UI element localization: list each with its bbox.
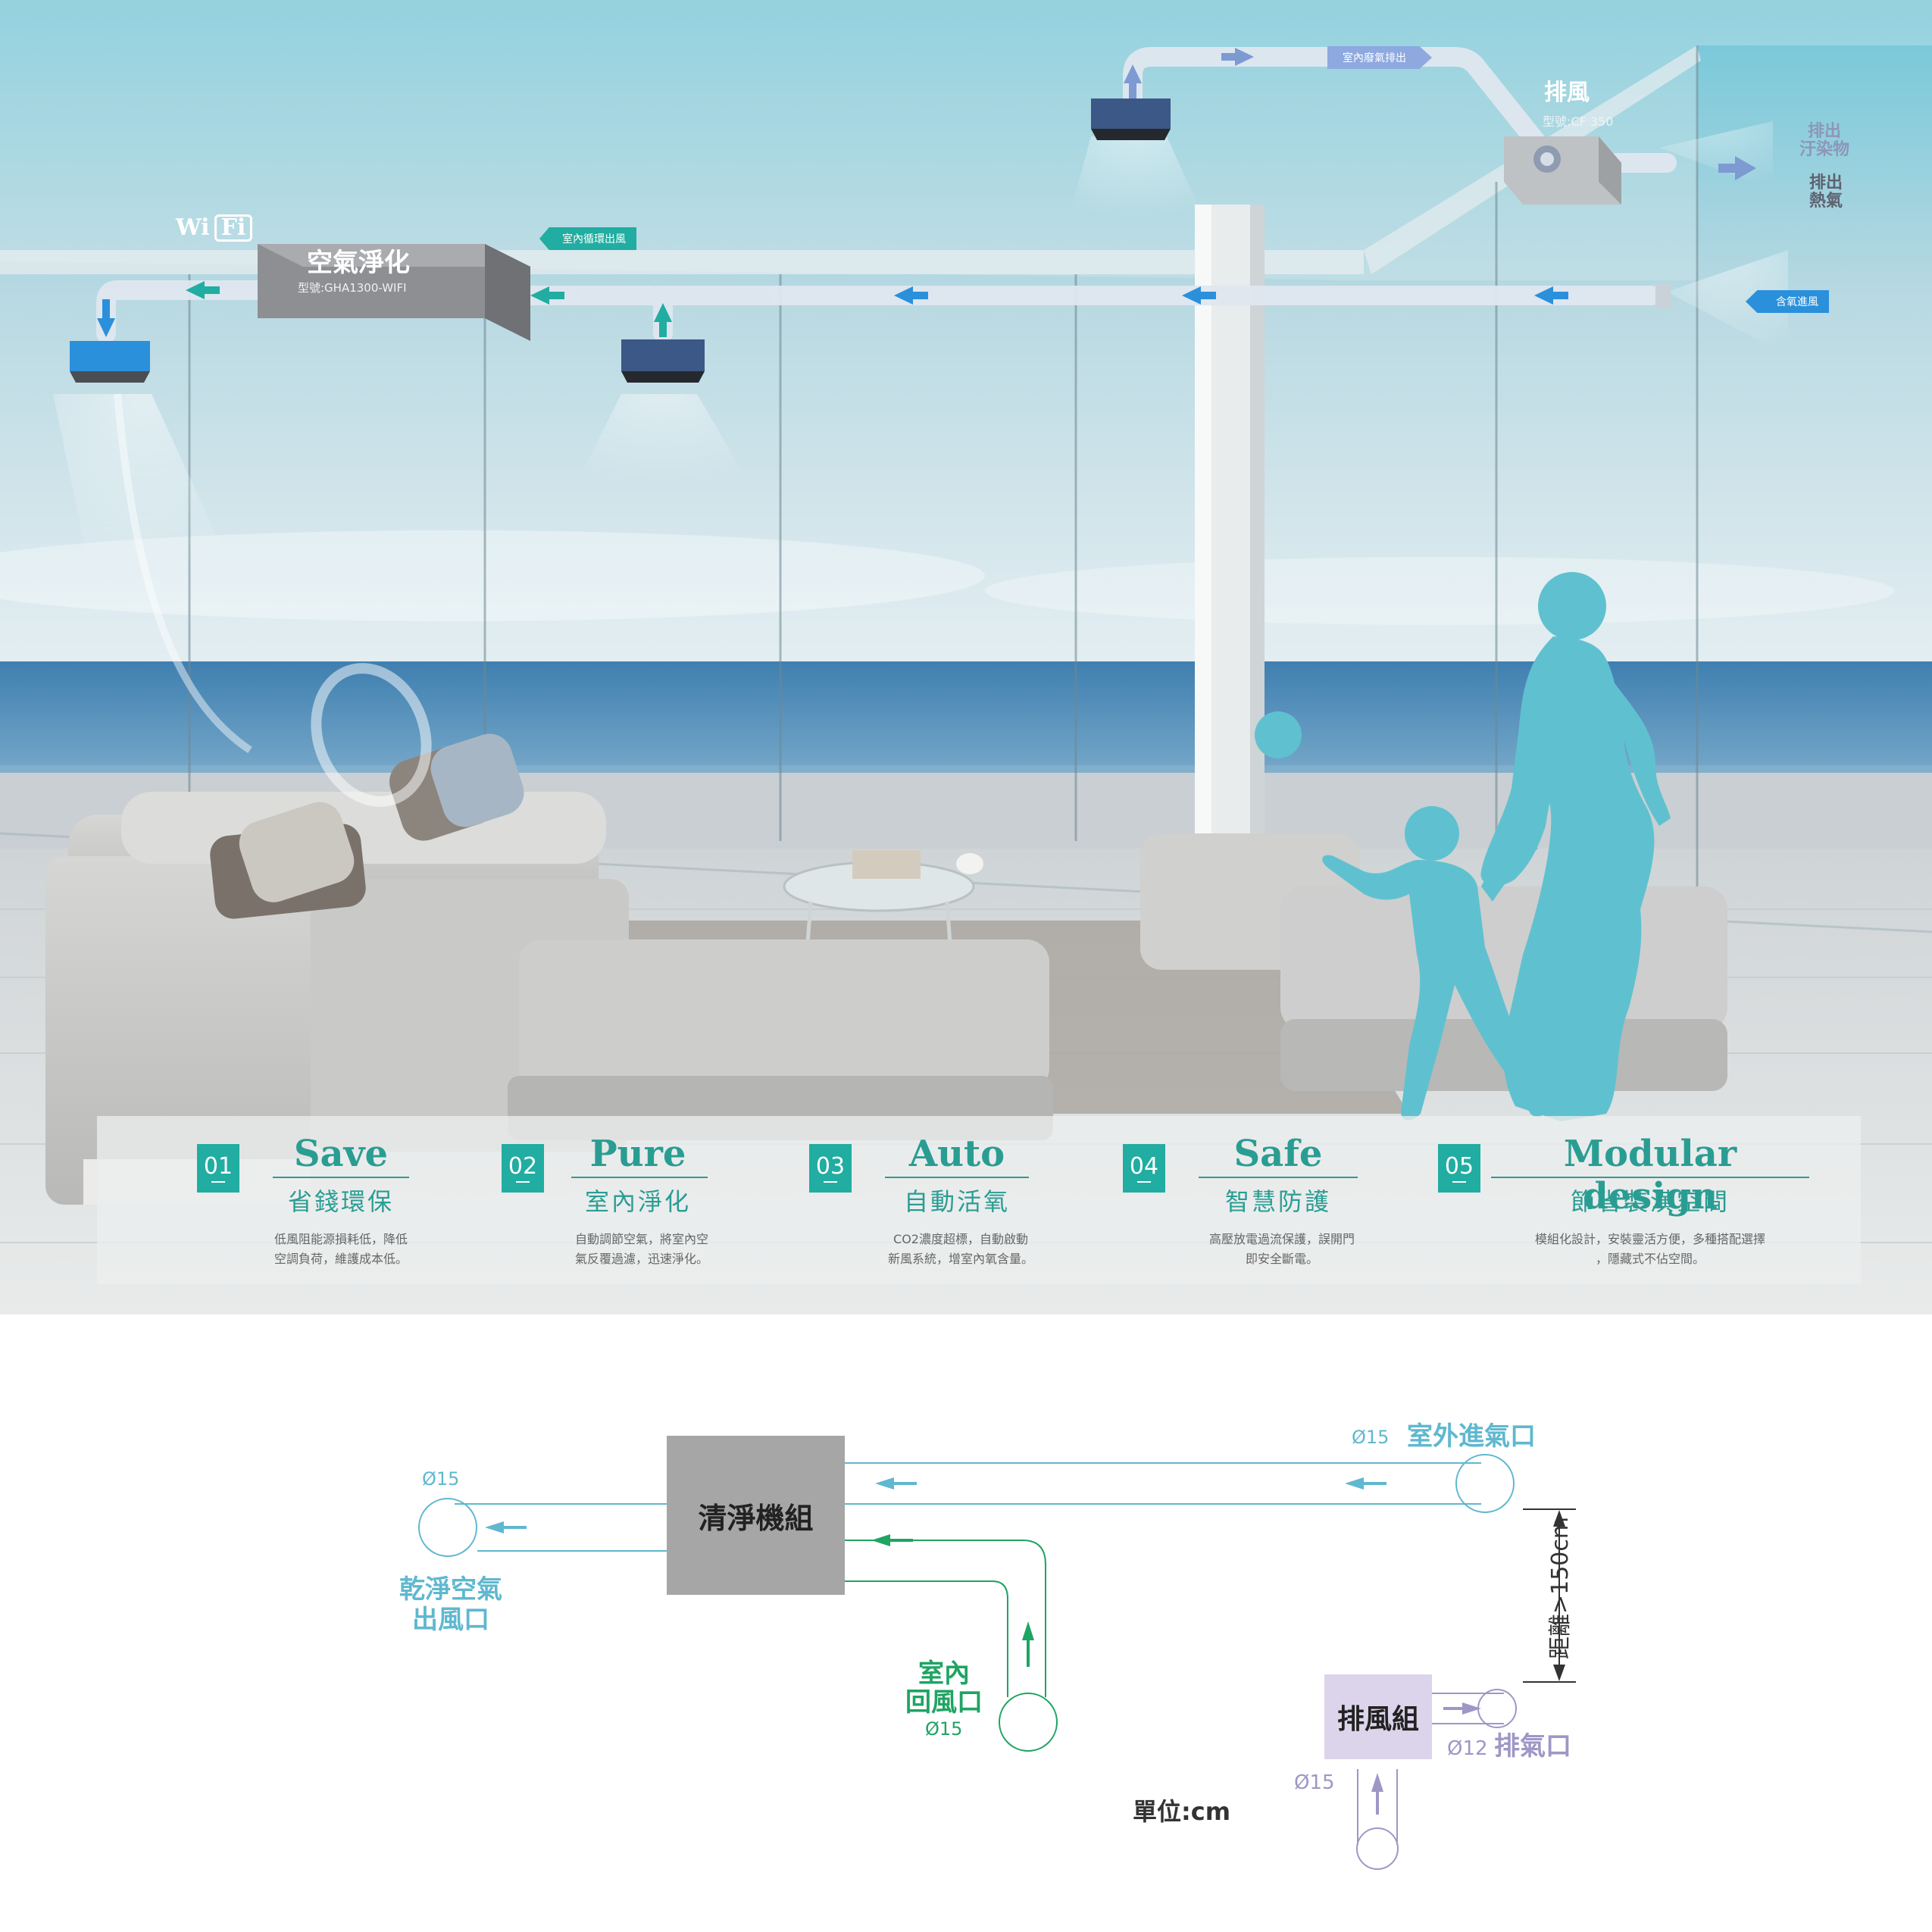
heat-line-2: 熱氣 [1809, 192, 1843, 211]
pollutants-line-2: 汙染物 [1799, 140, 1850, 159]
indoor-return-label-1: 室內 [918, 1658, 970, 1689]
feature-2: 02 Pure 室內淨化 自動調節空氣，將室內空 氣反覆過濾，迅速淨化。 [502, 1116, 752, 1284]
clean-outlet-circle [418, 1498, 477, 1557]
feature-title-zh: 節省裝潢空間 [1570, 1187, 1730, 1216]
indoor-return-label-2: 回風口 [905, 1687, 983, 1718]
feature-title-en: Save [293, 1133, 389, 1175]
family-silhouette [1255, 572, 1671, 1121]
label-heat-out: 排出 熱氣 [1809, 174, 1843, 211]
feature-number: 01 [197, 1144, 239, 1193]
feature-divider [1491, 1177, 1809, 1178]
clean-outlet-diameter: Ø15 [422, 1468, 460, 1490]
heat-line-1: 排出 [1809, 174, 1843, 192]
outdoor-inlet-circle [1455, 1454, 1515, 1513]
feature-description: 高壓放電過流保護，誤開門 即安全斷電。 [1208, 1232, 1355, 1266]
feature-divider [571, 1177, 708, 1178]
schematic-lines [418, 1454, 1576, 1870]
feature-divider [1199, 1177, 1358, 1178]
air-purifier-unit [258, 244, 530, 341]
indoor-return-diameter: Ø15 [925, 1718, 963, 1740]
feature-description: 低風阻能源損耗低，降低 空調負荷，維護成本低。 [274, 1232, 408, 1266]
feature-5: 05 Modular design 節省裝潢空間 模組化設計，安裝靈活方便，多種… [1438, 1116, 1832, 1284]
feature-number: 03 [809, 1144, 852, 1193]
indoor-return-label: 室內 回風口 [905, 1659, 983, 1717]
exhaust-intake-diameter: Ø15 [1294, 1771, 1335, 1794]
outlet-clean-air [70, 341, 150, 383]
clean-outlet-label: 乾淨空氣 出風口 [399, 1574, 502, 1635]
indoor-return-circle [999, 1693, 1058, 1752]
feature-number: 04 [1123, 1144, 1165, 1193]
label-oxygen-in: 含氧進風 [1746, 290, 1829, 313]
clean-outlet-label-2: 出風口 [412, 1605, 489, 1635]
outdoor-inlet-diameter: Ø15 [1352, 1427, 1390, 1448]
room-scene [0, 0, 1932, 1315]
features-panel: 01 Save 省錢環保 低風阻能源損耗低，降低 空調負荷，維護成本低。 02 … [97, 1116, 1861, 1284]
inlet-return [621, 339, 705, 383]
purifier-unit-box: 清淨機組 [667, 1436, 845, 1595]
feature-title-zh: 智慧防護 [1224, 1187, 1331, 1216]
exhaust-outlet-label: 排氣口 [1494, 1731, 1571, 1762]
purifier-model: 型號:GHA1300-WIFI [298, 281, 407, 295]
feature-3: 03 Auto 自動活氧 CO2濃度超標，自動啟動 新風系統，增室內氧含量。 [809, 1116, 1082, 1284]
label-indoor-waste-out: 室內廢氣排出 [1327, 46, 1432, 69]
wifi-logo-wi: Wi [176, 214, 210, 241]
feature-number: 02 [502, 1144, 544, 1193]
feature-title-zh: 室內淨化 [584, 1187, 691, 1216]
feature-description: 自動調節空氣，將室內空 氣反覆過濾，迅速淨化。 [574, 1232, 708, 1266]
feature-description: 模組化設計，安裝靈活方便，多種搭配選擇 ，隱藏式不佔空間。 [1534, 1232, 1765, 1266]
pollutants-line-1: 排出 [1808, 122, 1842, 141]
installation-schematic: 清淨機組 排風組 Ø15 乾淨空氣 出風口 Ø15 室外進氣口 室內 回風口 Ø… [0, 1315, 1932, 1932]
flow-arrows [894, 286, 1568, 305]
clean-outlet-label-1: 乾淨空氣 [399, 1574, 502, 1605]
inlet-exhaust [1091, 98, 1171, 140]
feature-title-en: Safe [1233, 1133, 1323, 1175]
feature-title-zh: 自動活氧 [903, 1187, 1010, 1216]
exhaust-intake-circle [1356, 1827, 1399, 1870]
distance-label: 距離>150cm [1547, 1516, 1574, 1659]
label-pollutants-out: 排出 汙染物 [1799, 123, 1849, 159]
feature-4: 04 Safe 智慧防護 高壓放電過流保護，誤開門 即安全斷電。 [1123, 1116, 1396, 1284]
feature-1: 01 Save 省錢環保 低風阻能源損耗低，降低 空調負荷，維護成本低。 [197, 1116, 447, 1284]
exhaust-outlet-circle [1477, 1689, 1517, 1728]
exhaust-unit [1504, 136, 1621, 205]
exhaust-unit-box: 排風組 [1324, 1674, 1432, 1759]
label-indoor-circulation-out: 室內循環出風 [539, 227, 636, 250]
exhaust-model: 型號:CF 350 [1543, 114, 1614, 129]
unit-note: 單位:cm [1133, 1797, 1231, 1826]
feature-number: 05 [1438, 1144, 1480, 1193]
feature-title-en: Auto [908, 1133, 1005, 1175]
wifi-logo-fi: Fi [214, 214, 253, 242]
ceiling [0, 0, 1932, 280]
feature-title-zh: 省錢環保 [287, 1187, 394, 1216]
feature-title-en: Modular design [1563, 1133, 1737, 1218]
feature-divider [273, 1177, 409, 1178]
feature-title-en: Pure [589, 1133, 686, 1175]
feature-description: CO2濃度超標，自動啟動 新風系統，增室內氧含量。 [887, 1232, 1033, 1266]
exhaust-title: 排風 [1544, 80, 1590, 106]
purifier-title: 空氣淨化 [307, 248, 410, 278]
exhaust-outlet-diameter: Ø12 [1447, 1737, 1488, 1760]
feature-divider [885, 1177, 1029, 1178]
outdoor-inlet-label: 室外進氣口 [1407, 1421, 1536, 1452]
